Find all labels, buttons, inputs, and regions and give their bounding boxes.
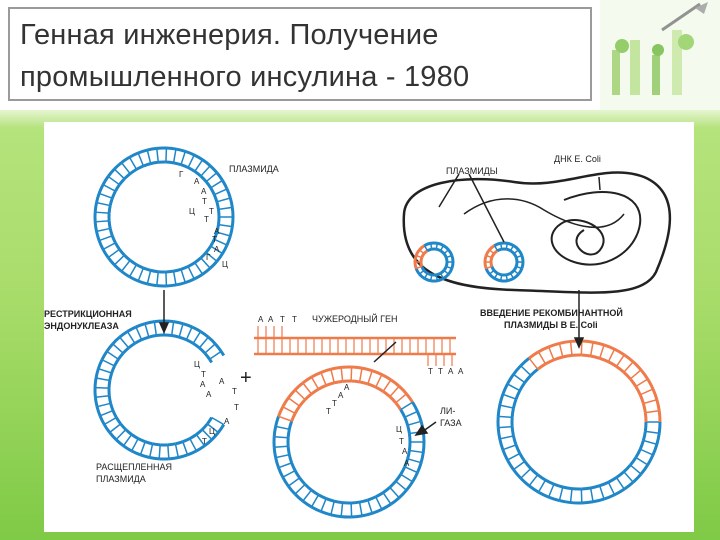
- ring3-top-nucleotide: Т: [332, 399, 337, 408]
- cut-nucleotide: А: [200, 380, 206, 389]
- foreign-gene-strand: [254, 326, 456, 366]
- label-ligase-1: ЛИ-: [440, 406, 455, 416]
- label-plasmid: ПЛАЗМИДА: [229, 164, 279, 174]
- cut-plasmid-ring: [93, 319, 226, 461]
- plasmid-nucleotide: Ц: [222, 260, 228, 269]
- ecoli-plasmids: [413, 241, 525, 283]
- cut-nucleotide: Т: [234, 403, 239, 412]
- label-foreign-gene: ЧУЖЕРОДНЫЙ ГЕН: [312, 313, 398, 324]
- ring3-top-nucleotide: А: [338, 391, 344, 400]
- label-introduction-2: ПЛАЗМИДЫ В E. Coli: [504, 320, 598, 330]
- plasmid-ring: [93, 146, 235, 288]
- plasmid-nucleotide: Ц: [189, 207, 195, 216]
- label-split-1: РАСЩЕПЛЕННАЯ: [96, 462, 172, 472]
- plasmid-nucleotide: А: [201, 187, 207, 196]
- cut-nucleotide: Т: [202, 437, 207, 446]
- plasmid-nucleotide: А: [194, 177, 200, 186]
- label-ligase-2: ГАЗА: [440, 418, 462, 428]
- recombining-plasmid-ring: [272, 365, 426, 519]
- plasmid-nucleotide: Т: [204, 215, 209, 224]
- cut-nucleotide: А: [219, 377, 225, 386]
- label-split-2: ПЛАЗМИДА: [96, 474, 146, 484]
- diagram-canvas: ПЛАЗМИДА РЕСТРИКЦИОННАЯ ЭНДОНУКЛЕАЗА ЧУЖ…: [44, 146, 672, 519]
- plasmid-nucleotide: Т: [209, 207, 214, 216]
- gene-bottom-nucleotide: Т: [428, 367, 433, 376]
- plus-sign: +: [240, 367, 252, 389]
- ring3-bottom-nucleotide: А: [402, 447, 408, 456]
- process-arrows: [158, 173, 601, 437]
- cut-nucleotide: Т: [201, 370, 206, 379]
- recombinant-plasmid-ring: [496, 339, 662, 505]
- cut-nucleotide: Т: [232, 387, 237, 396]
- label-plasmids: ПЛАЗМИДЫ: [446, 166, 498, 176]
- lab-flask-decoration: [600, 0, 720, 110]
- plasmid-nucleotide: А: [214, 227, 220, 236]
- plasmid-nucleotide: Т: [202, 197, 207, 206]
- ring3-bottom-nucleotide: А: [404, 459, 410, 468]
- ecoli-cell: [402, 171, 672, 294]
- ring3-top-nucleotide: А: [344, 383, 350, 392]
- gene-bottom-nucleotide: А: [458, 367, 464, 376]
- slide-title: Генная инженерия. Получение промышленног…: [8, 7, 592, 101]
- cut-nucleotide: Ц: [209, 427, 215, 436]
- gene-top-nucleotide: А: [258, 315, 264, 324]
- title-line-2: промышленного инсулина - 1980: [20, 61, 470, 93]
- label-restriction-2: ЭНДОНУКЛЕАЗА: [44, 321, 119, 331]
- gene-bottom-nucleotide: Т: [438, 367, 443, 376]
- plasmid-nucleotide: Г: [179, 170, 184, 179]
- cut-nucleotide: А: [224, 417, 230, 426]
- ring3-top-nucleotide: Т: [326, 407, 331, 416]
- gene-top-nucleotide: Т: [292, 315, 297, 324]
- title-line-1: Генная инженерия. Получение: [20, 19, 439, 51]
- ring3-bottom-nucleotide: Т: [399, 437, 404, 446]
- cut-nucleotide: Ц: [194, 360, 200, 369]
- gene-top-nucleotide: Т: [280, 315, 285, 324]
- genetic-engineering-diagram: ПЛАЗМИДА РЕСТРИКЦИОННАЯ ЭНДОНУКЛЕАЗА ЧУЖ…: [44, 122, 694, 532]
- plasmid-nucleotide: Г: [206, 253, 211, 262]
- cut-nucleotide: А: [206, 390, 212, 399]
- label-restriction-1: РЕСТРИКЦИОННАЯ: [44, 309, 132, 319]
- plasmid-nucleotide: Т: [212, 235, 217, 244]
- gene-top-nucleotide: А: [268, 315, 274, 324]
- ring3-bottom-nucleotide: Ц: [396, 425, 402, 434]
- label-introduction-1: ВВЕДЕНИЕ РЕКОМБИНАНТНОЙ: [480, 307, 623, 318]
- label-ecoli-dna: ДНК E. Coli: [554, 154, 601, 164]
- gene-bottom-nucleotide: А: [448, 367, 454, 376]
- plasmid-nucleotide: А: [214, 245, 220, 254]
